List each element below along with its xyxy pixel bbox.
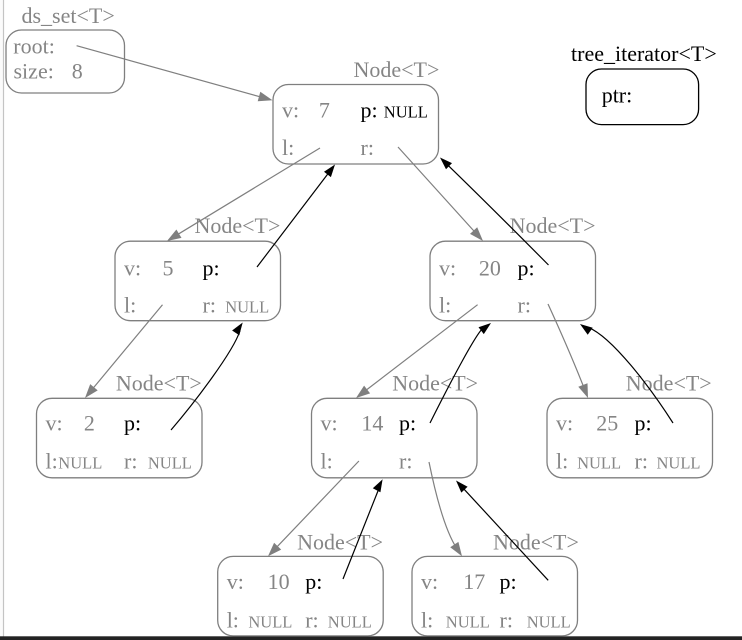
svg-text:p:: p: (635, 410, 652, 435)
svg-text:v:: v: (439, 255, 456, 280)
svg-text:p:: p: (124, 410, 141, 435)
svg-text:Node<T>: Node<T> (297, 529, 383, 554)
svg-text:NULL: NULL (225, 297, 269, 316)
svg-text:r:: r: (635, 449, 648, 474)
svg-text:NULL: NULL (148, 454, 192, 473)
svg-text:l:: l: (321, 449, 333, 474)
svg-text:v:: v: (227, 569, 244, 594)
svg-text:Node<T>: Node<T> (116, 371, 202, 396)
svg-text:20: 20 (479, 255, 501, 280)
svg-text:NULL: NULL (384, 103, 428, 122)
svg-text:l:: l: (282, 135, 294, 160)
svg-text:r:: r: (518, 292, 531, 317)
svg-text:10: 10 (268, 569, 290, 594)
svg-text:7: 7 (319, 98, 330, 123)
svg-text:Node<T>: Node<T> (195, 213, 281, 238)
svg-text:v:: v: (282, 98, 299, 123)
svg-text:l:: l: (124, 292, 136, 317)
svg-text:NULL: NULL (446, 613, 490, 632)
svg-text:v:: v: (46, 410, 63, 435)
svg-text:NULL: NULL (657, 454, 701, 473)
svg-text:r:: r: (500, 608, 513, 633)
svg-text:p:: p: (518, 255, 535, 280)
svg-text:ds_set<T>: ds_set<T> (22, 3, 115, 28)
svg-text:v:: v: (124, 255, 141, 280)
svg-text:Node<T>: Node<T> (493, 529, 579, 554)
svg-text:NULL: NULL (527, 613, 571, 632)
svg-text:p:: p: (203, 255, 220, 280)
svg-text:l:: l: (227, 608, 239, 633)
svg-text:NULL: NULL (577, 454, 621, 473)
svg-text:r:: r: (203, 292, 216, 317)
svg-text:l:: l: (421, 608, 433, 633)
svg-text:l:: l: (439, 292, 451, 317)
svg-text:NULL: NULL (248, 613, 292, 632)
svg-text:r:: r: (124, 449, 137, 474)
svg-text:8: 8 (72, 59, 83, 84)
svg-text:r:: r: (399, 449, 412, 474)
svg-text:p:: p: (500, 569, 517, 594)
svg-text:v:: v: (421, 569, 438, 594)
svg-text:v:: v: (556, 410, 573, 435)
svg-text:2: 2 (84, 410, 95, 435)
svg-text:tree_iterator<T>: tree_iterator<T> (571, 41, 717, 66)
svg-text:17: 17 (463, 569, 485, 594)
svg-text:NULL: NULL (58, 454, 102, 473)
svg-text:Node<T>: Node<T> (510, 213, 596, 238)
svg-text:Node<T>: Node<T> (392, 371, 478, 396)
svg-text:25: 25 (596, 410, 618, 435)
svg-text:NULL: NULL (328, 613, 372, 632)
svg-text:r:: r: (361, 135, 374, 160)
svg-text:5: 5 (163, 255, 174, 280)
svg-text:Node<T>: Node<T> (626, 371, 712, 396)
svg-text:p:: p: (399, 410, 416, 435)
svg-text:l:: l: (46, 449, 58, 474)
svg-text:p:: p: (305, 569, 322, 594)
svg-text:root:: root: (13, 34, 55, 59)
svg-text:r:: r: (305, 608, 318, 633)
svg-text:v:: v: (321, 410, 338, 435)
svg-text:ptr:: ptr: (602, 83, 633, 108)
svg-text:l:: l: (556, 449, 568, 474)
svg-text:14: 14 (361, 410, 383, 435)
svg-text:Node<T>: Node<T> (354, 57, 440, 82)
svg-text:size:: size: (14, 59, 54, 84)
svg-text:p:: p: (361, 98, 378, 123)
